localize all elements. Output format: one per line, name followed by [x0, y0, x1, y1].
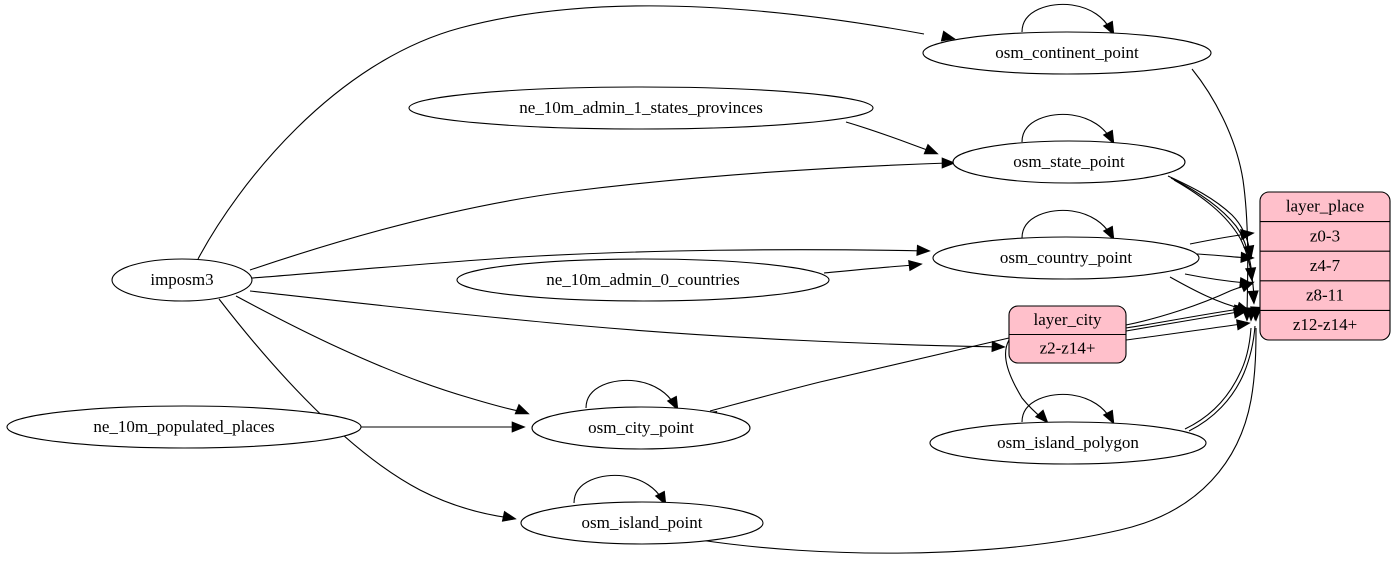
node-label: osm_continent_point — [995, 43, 1139, 62]
edge-imposm3-to-osm_country_point — [251, 244, 931, 279]
edge-imposm3-to-osm_state_point — [249, 157, 956, 271]
record-row-label: layer_city — [1034, 310, 1102, 329]
node-ne_10m_admin_0_countries[interactable]: ne_10m_admin_0_countries — [456, 258, 830, 302]
record-nodes-layer: layer_city z2-z14+ layer_place z0-3 z4-7 z8-1… — [1008, 191, 1391, 364]
node-label: osm_city_point — [588, 418, 694, 437]
edge-layer_city-to-layer_place — [1125, 307, 1248, 332]
record-row-label: z12-z14+ — [1293, 315, 1357, 334]
record-node-layer_city[interactable]: layer_city z2-z14+ — [1008, 305, 1127, 364]
node-osm_city_point[interactable]: osm_city_point — [531, 406, 751, 450]
self-loop-osm_city_point — [585, 379, 679, 411]
edge-ne_10m_admin_1_states_provinces-to-osm_state_point — [845, 121, 939, 155]
edge-imposm3-to-osm_city_point — [235, 295, 530, 415]
edge-osm_island_point-to-layer_place — [699, 307, 1262, 554]
record-row-label: layer_place — [1286, 197, 1364, 216]
edge-osm_island_polygon-to-layer_place — [1188, 306, 1262, 432]
edge-ne_10m_populated_places-to-osm_city_point — [361, 421, 526, 433]
node-label: imposm3 — [150, 270, 213, 289]
edge-imposm3-to-layer_city — [249, 290, 1006, 353]
self-loop-osm_continent_point — [1021, 3, 1115, 36]
edge-layer_city-to-osm_city_point — [702, 337, 1010, 422]
node-imposm3[interactable]: imposm3 — [111, 258, 253, 302]
edge-osm_state_point-to-layer_place — [1173, 179, 1259, 305]
node-osm_state_point[interactable]: osm_state_point — [952, 140, 1186, 184]
node-label: ne_10m_populated_places — [93, 417, 274, 436]
node-label: ne_10m_admin_1_states_provinces — [519, 98, 763, 117]
edge-layer_city-to-layer_place — [1125, 281, 1255, 326]
self-loop-osm_island_polygon — [1021, 393, 1115, 425]
node-label: osm_island_point — [582, 513, 703, 532]
edge-layer_city-to-osm_island_polygon — [1005, 339, 1049, 424]
self-loop-osm_country_point — [1021, 209, 1115, 241]
edge-ne_10m_admin_0_countries-to-osm_country_point — [823, 260, 923, 274]
node-label: ne_10m_admin_0_countries — [546, 270, 740, 289]
edge-imposm3-to-osm_island_point — [218, 298, 517, 522]
record-row-label: z0-3 — [1310, 226, 1340, 245]
nodes-layer: imposm3 ne_10m_admin_1_states_provincesne… — [6, 31, 1212, 545]
self-loop-osm_island_point — [573, 474, 667, 506]
record-row-label: z4-7 — [1310, 256, 1341, 275]
node-ne_10m_populated_places[interactable]: ne_10m_populated_places — [6, 405, 362, 449]
record-row-label: z8-11 — [1306, 286, 1344, 305]
edge-osm_state_point-to-layer_place — [1167, 175, 1255, 260]
self-loop-osm_state_point — [1021, 113, 1115, 145]
node-osm_island_polygon[interactable]: osm_island_polygon — [929, 421, 1207, 465]
record-node-layer_place[interactable]: layer_place z0-3 z4-7 z8-11 z12-z14+ — [1259, 191, 1391, 341]
node-label: osm_country_point — [1000, 248, 1132, 267]
self-loops-layer — [573, 3, 1115, 506]
node-osm_island_point[interactable]: osm_island_point — [520, 501, 764, 545]
edge-imposm3-to-osm_continent_point — [197, 5, 956, 260]
node-osm_continent_point[interactable]: osm_continent_point — [922, 31, 1212, 75]
node-ne_10m_admin_1_states_provinces[interactable]: ne_10m_admin_1_states_provinces — [408, 86, 874, 130]
edges-layer — [197, 5, 1262, 554]
node-label: osm_state_point — [1013, 152, 1125, 171]
edge-osm_country_point-to-layer_place — [1189, 229, 1255, 245]
node-osm_country_point[interactable]: osm_country_point — [932, 236, 1200, 280]
node-label: osm_island_polygon — [997, 433, 1139, 452]
edge-osm_country_point-to-layer_place — [1196, 251, 1255, 263]
edge-layer_city-to-layer_place — [1125, 319, 1251, 341]
record-row-label: z2-z14+ — [1040, 339, 1096, 358]
